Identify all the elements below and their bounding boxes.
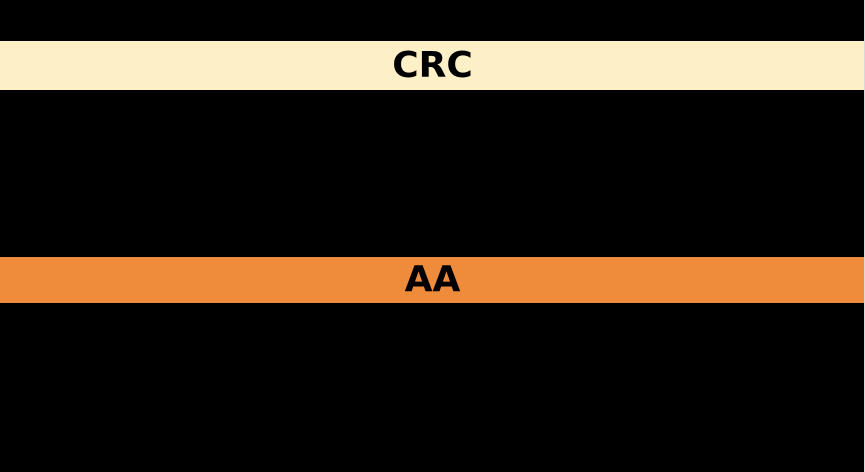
background-region-top [0,0,864,41]
bar-aa[interactable]: AA [0,257,864,303]
background-region-middle [0,90,864,257]
bar-aa-label: AA [404,259,461,300]
bar-crc-label: CRC [392,44,473,86]
background-region-bottom [0,303,864,472]
bar-crc[interactable]: CRC [0,41,864,90]
